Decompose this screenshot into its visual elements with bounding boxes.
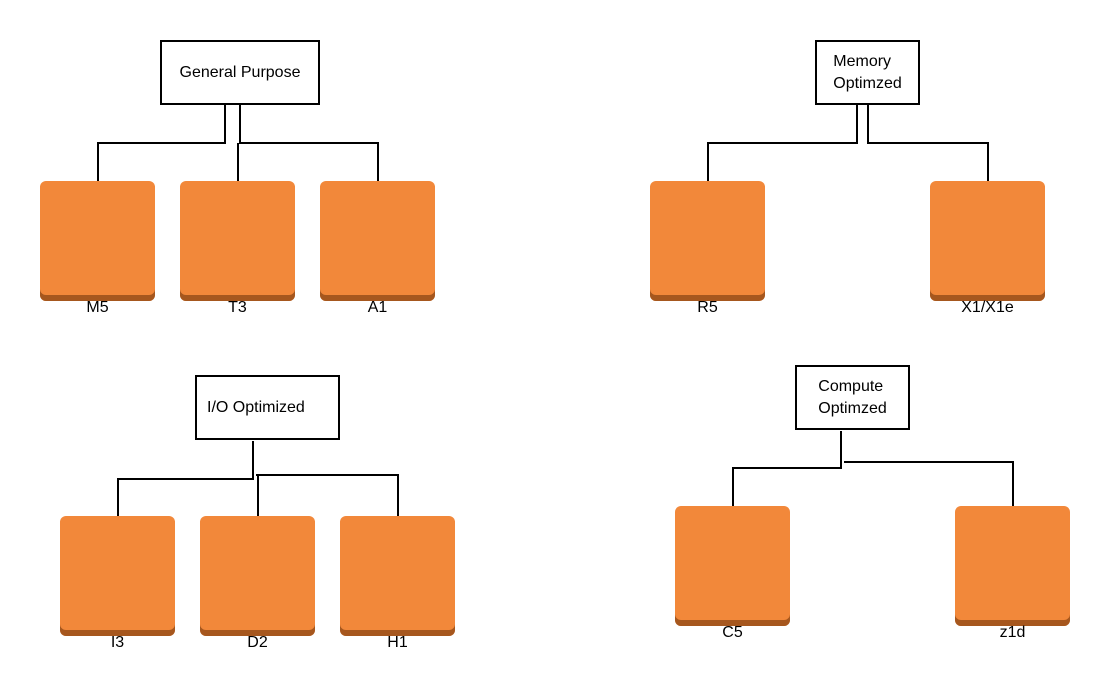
instance-label-h1: H1 — [387, 634, 408, 651]
instance-i3-icon — [60, 516, 175, 636]
instance-label-t3: T3 — [228, 299, 247, 316]
connector-a1 — [239, 105, 379, 181]
instance-d2-icon — [200, 516, 315, 636]
category-io-optimized: I/O Optimized — [195, 375, 340, 440]
connector-c5 — [732, 431, 842, 506]
instance-x1-icon — [930, 181, 1045, 301]
category-label: Compute Optimzed — [818, 377, 887, 417]
instance-label-i3: I3 — [110, 634, 125, 651]
connector-h1 — [256, 474, 399, 516]
category-general-purpose: General Purpose — [160, 40, 320, 105]
category-compute-optimized: Compute Optimzed — [795, 365, 910, 430]
instance-z1d-icon — [955, 506, 1070, 626]
instance-label-x1: X1/X1e — [961, 299, 1014, 316]
connector-x1 — [867, 105, 989, 181]
instance-a1-icon — [320, 181, 435, 301]
connector-m5 — [97, 105, 226, 181]
instance-c5-icon — [675, 506, 790, 626]
instance-h1-icon — [340, 516, 455, 636]
instance-label-c5: C5 — [722, 624, 743, 641]
connector-r5 — [707, 105, 858, 181]
instance-m5-icon — [40, 181, 155, 301]
category-label: Memory Optimzed — [833, 52, 902, 92]
instance-label-m5: M5 — [86, 299, 109, 316]
category-label: I/O Optimized — [207, 398, 305, 416]
instance-label-z1d: z1d — [999, 624, 1026, 641]
instance-label-a1: A1 — [367, 299, 388, 316]
instance-label-d2: D2 — [247, 634, 268, 651]
category-label: General Purpose — [179, 63, 301, 81]
instance-label-r5: R5 — [697, 299, 718, 316]
connector-i3 — [117, 441, 254, 516]
connector-z1d — [844, 461, 1014, 506]
category-memory-optimized: Memory Optimzed — [815, 40, 920, 105]
instance-r5-icon — [650, 181, 765, 301]
instance-t3-icon — [180, 181, 295, 301]
